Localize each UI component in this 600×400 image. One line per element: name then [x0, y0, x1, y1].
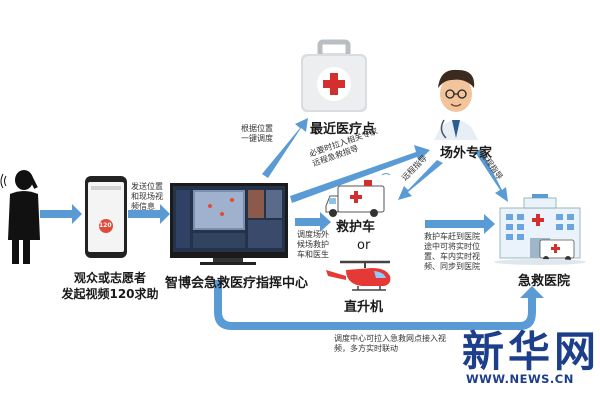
phone-call-label: 120 — [99, 222, 112, 229]
arrow-expert-to-hospital — [475, 149, 508, 202]
arrow-center-to-clinic — [262, 118, 308, 178]
caller-label: 观众或志愿者 发起视频120求助 — [61, 271, 159, 301]
nearest-clinic-label: 最近医疗点 — [310, 122, 376, 137]
arrow-vehicle-to-hospital — [425, 214, 495, 234]
edge-label-center-to-hospital: 调度中心可拉入急救网点接入视 频，多方实时联动 — [334, 334, 446, 353]
command-center-label: 智博会急救医疗指挥中心 — [165, 276, 309, 291]
edge-label-vehicle-to-hospital: 救护车赶到医院 途中可将实时位 置、车内实时视 频、同步到医院 — [424, 232, 480, 271]
edge-label-dispatch-clinic: 根据位置 一键调度 — [241, 124, 273, 143]
helicopter-label: 直升机 — [344, 300, 384, 315]
or-label: or — [357, 238, 371, 253]
ambulance-label: 救护车 — [336, 220, 376, 235]
arrow-center-to-hospital — [214, 280, 544, 330]
brand-logo: 新华网 — [462, 327, 600, 376]
ambulance-icon — [325, 173, 391, 217]
arrow-center-to-expert — [290, 145, 430, 203]
phone-icon — [85, 176, 127, 258]
arrow-center-to-vehicle — [295, 212, 331, 232]
edge-label-dispatch-vehicle: 调度场外 候场救护 车和医生 — [297, 230, 329, 259]
first-aid-kit-icon — [301, 39, 367, 112]
caller-person-icon — [0, 170, 40, 264]
hospital-label: 急救医院 — [518, 274, 571, 289]
hospital-building-icon — [494, 194, 586, 265]
arrow-expert-to-vehicle — [398, 160, 443, 200]
edge-label-send-location: 发送位置 和现场视 频信息 — [131, 182, 163, 211]
arrow-phone-to-center — [128, 204, 170, 224]
expert-label: 场外专家 — [440, 146, 493, 161]
brand-url: WWW.NEWS.CN — [466, 372, 574, 386]
helicopter-icon — [326, 260, 391, 291]
command-center-screen — [170, 183, 288, 265]
arrow-caller-to-phone — [40, 204, 82, 224]
expert-doctor-icon — [434, 69, 478, 140]
